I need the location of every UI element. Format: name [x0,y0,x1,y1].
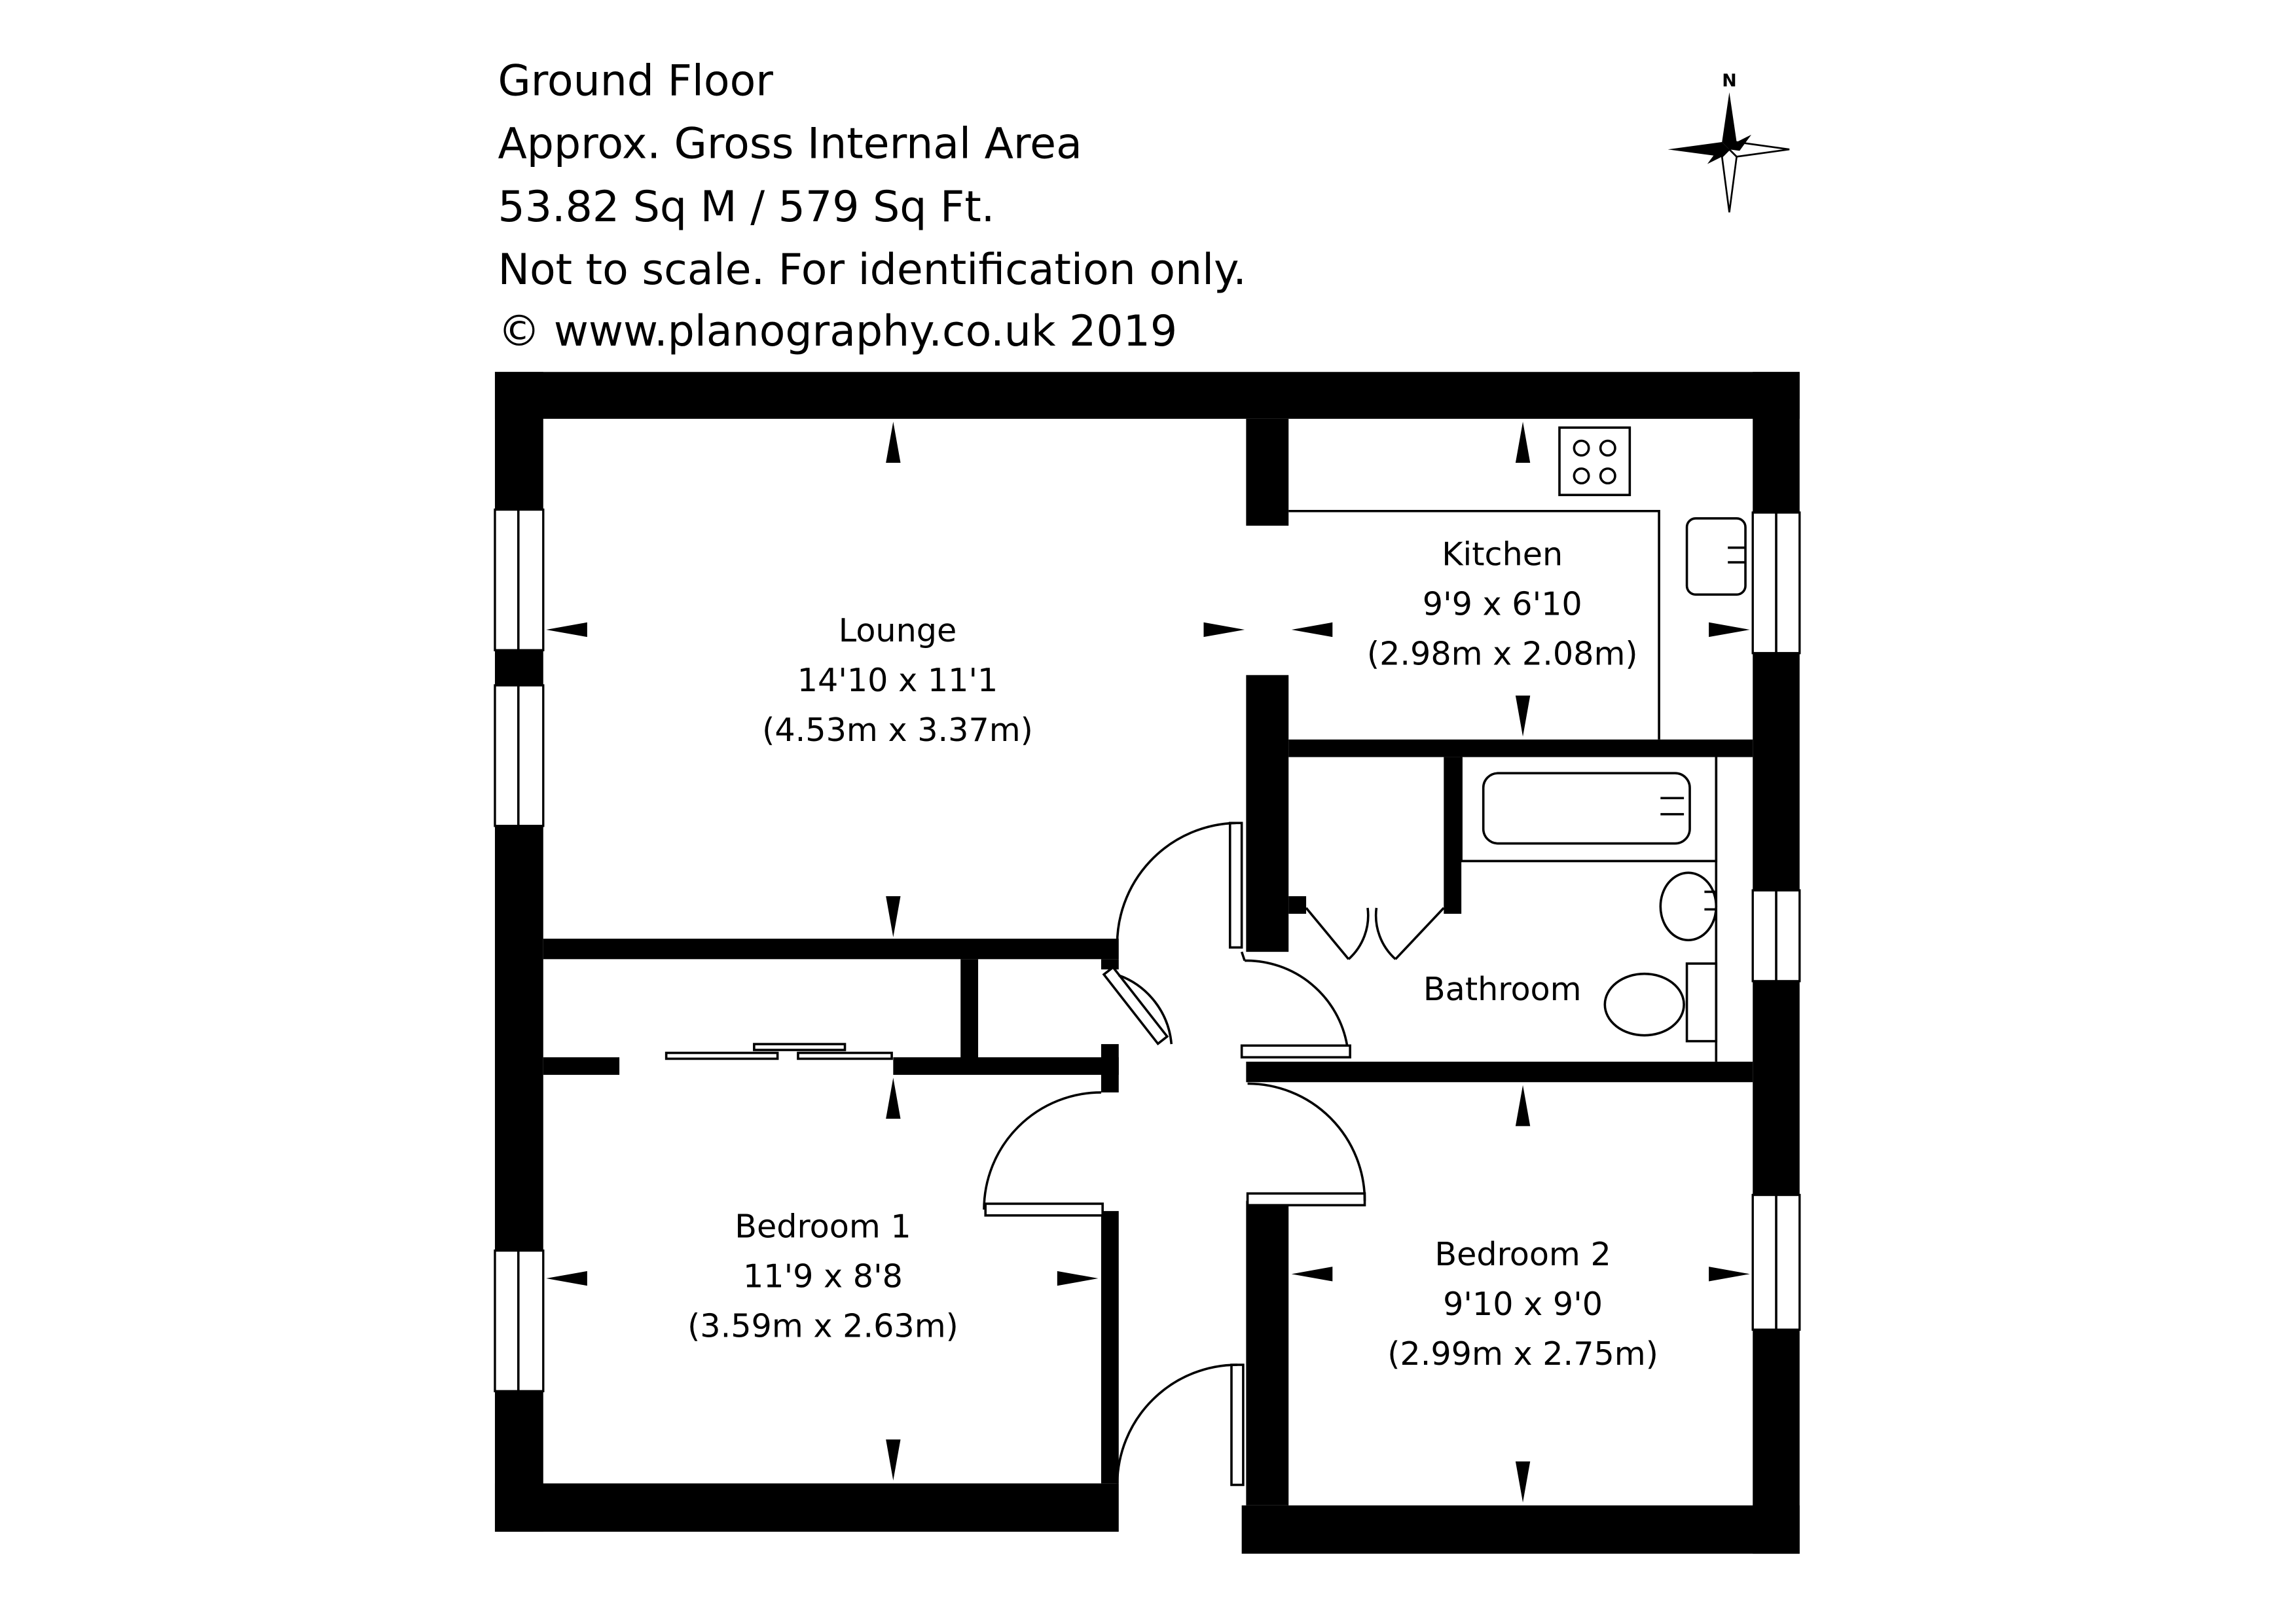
disclaimer: Not to scale. For identification only. [498,245,1246,295]
door-cupboard [1102,965,1173,1046]
window-lounge-lower [494,684,545,827]
room-label-kitchen: Kitchen 9'9 x 6'10 (2.98m x 2.08m) [1367,535,1638,673]
dimension-arrows [546,422,1750,1503]
area-value: 53.82 Sq M / 579 Sq Ft. [498,183,994,232]
copyright: © www.planography.co.uk 2019 [498,307,1177,356]
window-bathroom [1751,889,1801,983]
room-name: Lounge [839,611,957,649]
window-bedroom1 [494,1249,545,1392]
room-size-metric: (3.59m x 2.63m) [687,1307,958,1345]
room-name: Bedroom 1 [735,1207,911,1245]
doors [665,821,1445,1487]
bath-icon [1460,757,1718,863]
room-label-bedroom1: Bedroom 1 11'9 x 8'8 (3.59m x 2.63m) [687,1207,958,1344]
room-size-imperial: 9'10 x 9'0 [1443,1285,1603,1323]
bathroom-cupboard-doors [1305,907,1445,960]
compass-rose-icon: N [1667,71,1790,213]
window-kitchen [1751,511,1801,655]
room-name: Bedroom 2 [1434,1235,1611,1273]
window-bedroom2 [1751,1193,1801,1331]
kitchen-worktop [1288,509,1660,740]
room-label-lounge: Lounge 14'10 x 11'1 (4.53m x 3.37m) [762,611,1033,749]
door-entrance [1116,1363,1245,1487]
room-size-imperial: 14'10 x 11'1 [797,661,998,699]
room-size-metric: (2.98m x 2.08m) [1367,635,1638,673]
fixtures [1288,426,1747,1062]
walls [494,372,1800,1554]
sliding-wardrobe-doors [665,1043,893,1060]
hob-icon [1558,426,1631,496]
north-label: N [1722,71,1736,91]
door-bedroom2 [1246,1082,1366,1206]
header: Ground Floor Approx. Gross Internal Area… [498,56,1246,356]
room-name: Bathroom [1423,970,1582,1008]
room-size-metric: (4.53m x 3.37m) [762,711,1033,749]
room-name: Kitchen [1442,535,1563,573]
room-label-bedroom2: Bedroom 2 9'10 x 9'0 (2.99m x 2.75m) [1387,1235,1658,1373]
room-label-bathroom: Bathroom [1423,970,1582,1008]
floor-title: Ground Floor [498,56,773,105]
door-lounge [1116,821,1243,949]
room-size-imperial: 11'9 x 8'8 [743,1257,903,1295]
basin-icon [1659,871,1718,942]
area-caption: Approx. Gross Internal Area [498,120,1082,169]
room-size-metric: (2.99m x 2.75m) [1387,1335,1658,1373]
toilet-icon [1603,962,1718,1043]
windows [494,508,1801,1392]
sink-icon [1685,517,1747,596]
door-bathroom [1240,951,1351,1059]
door-bedroom1 [983,1091,1104,1217]
window-lounge-upper [494,508,545,651]
room-size-imperial: 9'9 x 6'10 [1423,585,1582,623]
